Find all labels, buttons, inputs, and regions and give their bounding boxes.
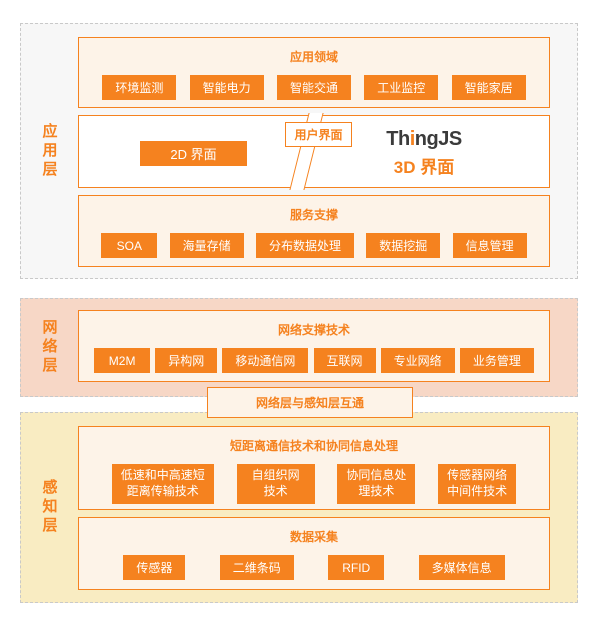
collaborative-info-processing-button[interactable]: 协同信息处 理技术	[337, 464, 416, 504]
low-mid-high-speed-transmission-button[interactable]: 低速和中高速短 距离传输技术	[111, 464, 214, 504]
smart-traffic-button[interactable]: 智能交通	[276, 75, 351, 100]
service-support-button-row: SOA 海量存储 分布数据处理 数据挖掘 信息管理	[79, 233, 549, 258]
short-range-comm-box: 短距离通信技术和协同信息处理 低速和中高速短 距离传输技术 自组织网 技术 协同…	[78, 426, 550, 510]
distributed-data-processing-button[interactable]: 分布数据处理	[255, 233, 354, 258]
env-monitoring-button[interactable]: 环境监测	[102, 75, 177, 100]
application-domain-title: 应用领域	[289, 50, 338, 64]
ad-hoc-network-button[interactable]: 自组织网 技术	[236, 464, 315, 504]
barcode-2d-button[interactable]: 二维条码	[219, 555, 294, 580]
data-collection-button-row: 传感器 二维条码 RFID 多媒体信息	[79, 555, 549, 580]
professional-network-button[interactable]: 专业网络	[380, 348, 455, 373]
logo-part-i: i	[409, 128, 416, 150]
ui-3d-label: 3D 界面	[393, 158, 455, 177]
rfid-button[interactable]: RFID	[328, 555, 385, 580]
internet-button[interactable]: 互联网	[313, 348, 376, 373]
mobile-comm-network-button[interactable]: 移动通信网	[222, 348, 309, 373]
sensor-button[interactable]: 传感器	[123, 555, 186, 580]
thingjs-logo-text: ThingJS	[364, 128, 484, 151]
application-domain-button-row: 环境监测 智能电力 智能交通 工业监控 智能家居	[79, 75, 549, 100]
heterogeneous-network-button[interactable]: 异构网	[155, 348, 218, 373]
perception-layer-label: 感知层	[40, 478, 58, 536]
data-collection-title: 数据采集	[289, 530, 338, 544]
logo-part-th: Th	[386, 128, 410, 150]
network-support-title: 网络支撑技术	[277, 323, 350, 337]
business-management-button[interactable]: 业务管理	[459, 348, 534, 373]
service-support-box: 服务支撑 SOA 海量存储 分布数据处理 数据挖掘 信息管理	[78, 195, 550, 267]
smart-home-button[interactable]: 智能家居	[451, 75, 526, 100]
layer-interconnect-box: 网络层与感知层互通	[207, 387, 413, 418]
short-range-comm-title: 短距离通信技术和协同信息处理	[229, 439, 398, 453]
industrial-monitoring-button[interactable]: 工业监控	[364, 75, 439, 100]
smart-power-button[interactable]: 智能电力	[189, 75, 264, 100]
logo-part-ngjs: ngJS	[414, 128, 462, 150]
data-collection-box: 数据采集 传感器 二维条码 RFID 多媒体信息	[78, 517, 550, 590]
multimedia-info-button[interactable]: 多媒体信息	[418, 555, 505, 580]
ui-2d-button[interactable]: 2D 界面	[140, 141, 247, 166]
network-layer-label: 网络层	[40, 318, 58, 376]
network-support-button-row: M2M 异构网 移动通信网 互联网 专业网络 业务管理	[79, 348, 549, 373]
thingjs-logo: ThingJS 3D 界面	[364, 128, 484, 178]
application-layer-label: 应用层	[40, 122, 58, 180]
mass-storage-button[interactable]: 海量存储	[169, 233, 244, 258]
user-interface-tag: 用户界面	[285, 122, 352, 147]
soa-button[interactable]: SOA	[101, 233, 158, 258]
data-mining-button[interactable]: 数据挖掘	[366, 233, 441, 258]
m2m-button[interactable]: M2M	[94, 348, 151, 373]
service-support-title: 服务支撑	[289, 208, 338, 222]
sensor-network-middleware-button[interactable]: 传感器网络 中间件技术	[438, 464, 517, 504]
info-management-button[interactable]: 信息管理	[452, 233, 527, 258]
network-support-box: 网络支撑技术 M2M 异构网 移动通信网 互联网 专业网络 业务管理	[78, 310, 550, 382]
short-range-button-row: 低速和中高速短 距离传输技术 自组织网 技术 协同信息处 理技术 传感器网络 中…	[79, 464, 549, 504]
application-domain-box: 应用领域 环境监测 智能电力 智能交通 工业监控 智能家居	[78, 37, 550, 108]
